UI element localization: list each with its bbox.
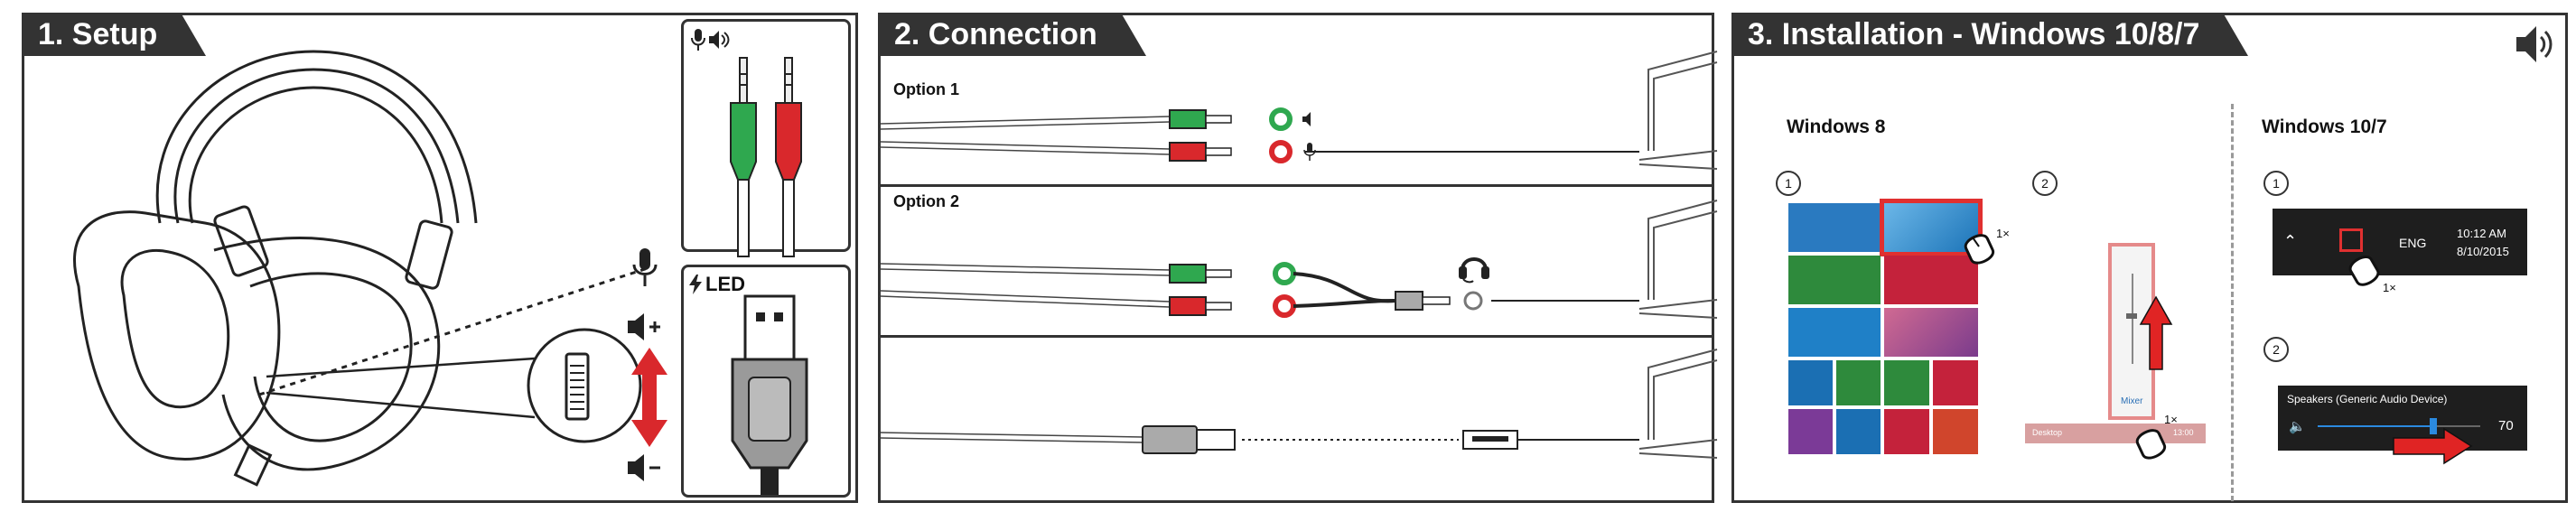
tile (1788, 203, 1881, 252)
win8-step1-badge: 1 (1776, 171, 1801, 196)
microphone-icon (1304, 143, 1315, 161)
tile (1836, 360, 1881, 405)
device-name: Speakers (Generic Audio Device) (2287, 393, 2447, 405)
tile (1788, 409, 1833, 454)
tray-time: 10:12 AM (2457, 227, 2506, 240)
win10-taskbar: ⌃ ENG 10:12 AM 8/10/2015 (2273, 209, 2527, 275)
mixer-link[interactable]: Mixer (2121, 396, 2142, 406)
headset-icon (1459, 250, 1489, 283)
volume-value: 70 (2498, 418, 2514, 433)
tile (1788, 360, 1833, 405)
volume-slider-fill (2318, 425, 2431, 427)
red-plug-icon (770, 58, 807, 256)
taskbar-desktop-label: Desktop (2032, 428, 2062, 437)
installation-title: 3. Installation - Windows 10/8/7 (1731, 13, 2223, 56)
tile (1933, 409, 1978, 454)
click-count: 1× (2164, 413, 2178, 426)
win8-start-screen (1788, 203, 1978, 443)
led-bolt-icon (689, 275, 702, 294)
win8-taskbar: Desktop 13:00 (2025, 424, 2206, 443)
tile (1788, 308, 1881, 357)
connection-panel: 2. Connection Option 1 Option 2 (878, 13, 1714, 503)
click-count: 1× (1996, 227, 2010, 240)
volume-down-icon (628, 454, 664, 481)
win10-step1-badge: 1 (2263, 171, 2289, 196)
tile (1788, 256, 1881, 304)
led-label: LED (705, 273, 745, 296)
win8-step2-badge: 2 (2032, 171, 2058, 196)
usb-led-inset: LED (681, 265, 851, 498)
volume-thumb[interactable] (2126, 313, 2137, 319)
taskbar-time: 13:00 (2173, 428, 2194, 437)
win10-step2-badge: 2 (2263, 337, 2289, 362)
tray-date: 8/10/2015 (2457, 245, 2509, 258)
mouse-click-icon (2348, 252, 2379, 288)
microphone-icon (631, 248, 658, 288)
connection-diagram (881, 15, 1717, 506)
win10-heading: Windows 10/7 (2262, 116, 2387, 138)
tile (1884, 409, 1929, 454)
speaker-icon (709, 31, 731, 49)
setup-panel: 1. Setup (22, 13, 858, 503)
mouse-click-icon (1964, 230, 1994, 266)
speaker-icon (1302, 111, 1315, 127)
language-indicator: ENG (2399, 236, 2426, 250)
speaker-tray-icon[interactable] (2339, 228, 2363, 252)
tile (1933, 360, 1978, 405)
green-plug-icon (725, 58, 761, 256)
mouse-click-icon (2135, 425, 2166, 461)
usb-plug-icon (720, 296, 819, 495)
chevron-up-icon[interactable]: ⌃ (2283, 232, 2297, 251)
tile (1836, 409, 1881, 454)
tile (1884, 360, 1929, 405)
volume-up-icon (628, 313, 664, 340)
volume-track (2132, 274, 2133, 364)
volume-arrow-icon (631, 348, 667, 447)
tile (1884, 308, 1978, 357)
installation-panel: 3. Installation - Windows 10/8/7 Windows… (1731, 13, 2568, 503)
arrow-up-icon (2141, 297, 2171, 369)
section-divider (2231, 104, 2234, 501)
speaker-icon (2516, 26, 2556, 62)
speaker-icon[interactable]: 🔈 (2289, 418, 2306, 434)
arrow-right-icon (2394, 429, 2471, 463)
click-count: 1× (2383, 281, 2396, 294)
microphone-icon (691, 29, 705, 51)
win8-heading: Windows 8 (1787, 116, 1885, 138)
audio-plugs-inset (681, 19, 851, 252)
